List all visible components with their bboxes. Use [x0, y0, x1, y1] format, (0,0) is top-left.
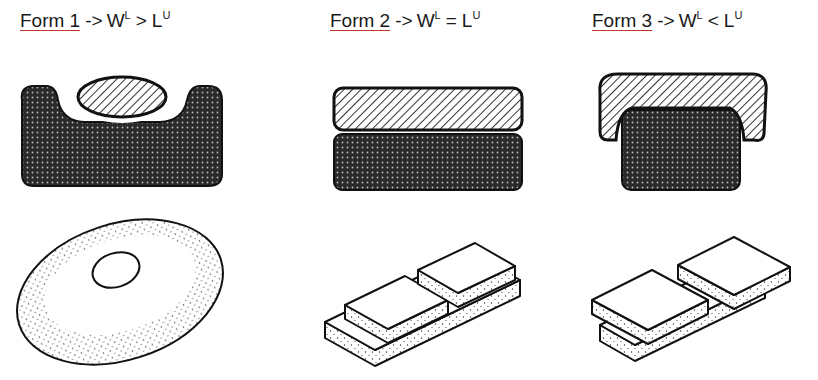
formula-part: >	[136, 10, 147, 32]
form-label: Form 2	[330, 10, 390, 32]
index-letter: L	[697, 9, 703, 21]
form-heading: Form 3->WL<LU	[592, 10, 742, 32]
form1-sketch	[0, 195, 242, 380]
formula-part: ->	[657, 10, 674, 32]
form-heading: Form 2->WL=LU	[330, 10, 480, 32]
form-label: Form 3	[592, 10, 652, 32]
formula-part: W	[107, 10, 125, 32]
form2-section	[334, 88, 522, 190]
formula-part: <	[708, 10, 719, 32]
form-heading: Form 1->WL>LU	[20, 10, 170, 32]
index-letter: U	[472, 9, 480, 21]
formula-part: W	[679, 10, 697, 32]
form1-section	[22, 76, 222, 186]
index-letter: L	[435, 9, 441, 21]
formula-part: L	[152, 10, 163, 32]
form3-section	[600, 74, 766, 190]
index-letter: U	[734, 9, 742, 21]
formula-part: W	[417, 10, 435, 32]
formula-part: ->	[395, 10, 412, 32]
formula-part: L	[724, 10, 735, 32]
form-label: Form 1	[20, 10, 80, 32]
form3-sketch	[592, 237, 790, 361]
formula-part: L	[462, 10, 473, 32]
index-letter: U	[162, 9, 170, 21]
index-letter: L	[125, 9, 131, 21]
formula-part: ->	[85, 10, 102, 32]
formula-part: =	[446, 10, 457, 32]
form2-sketch	[325, 243, 520, 366]
